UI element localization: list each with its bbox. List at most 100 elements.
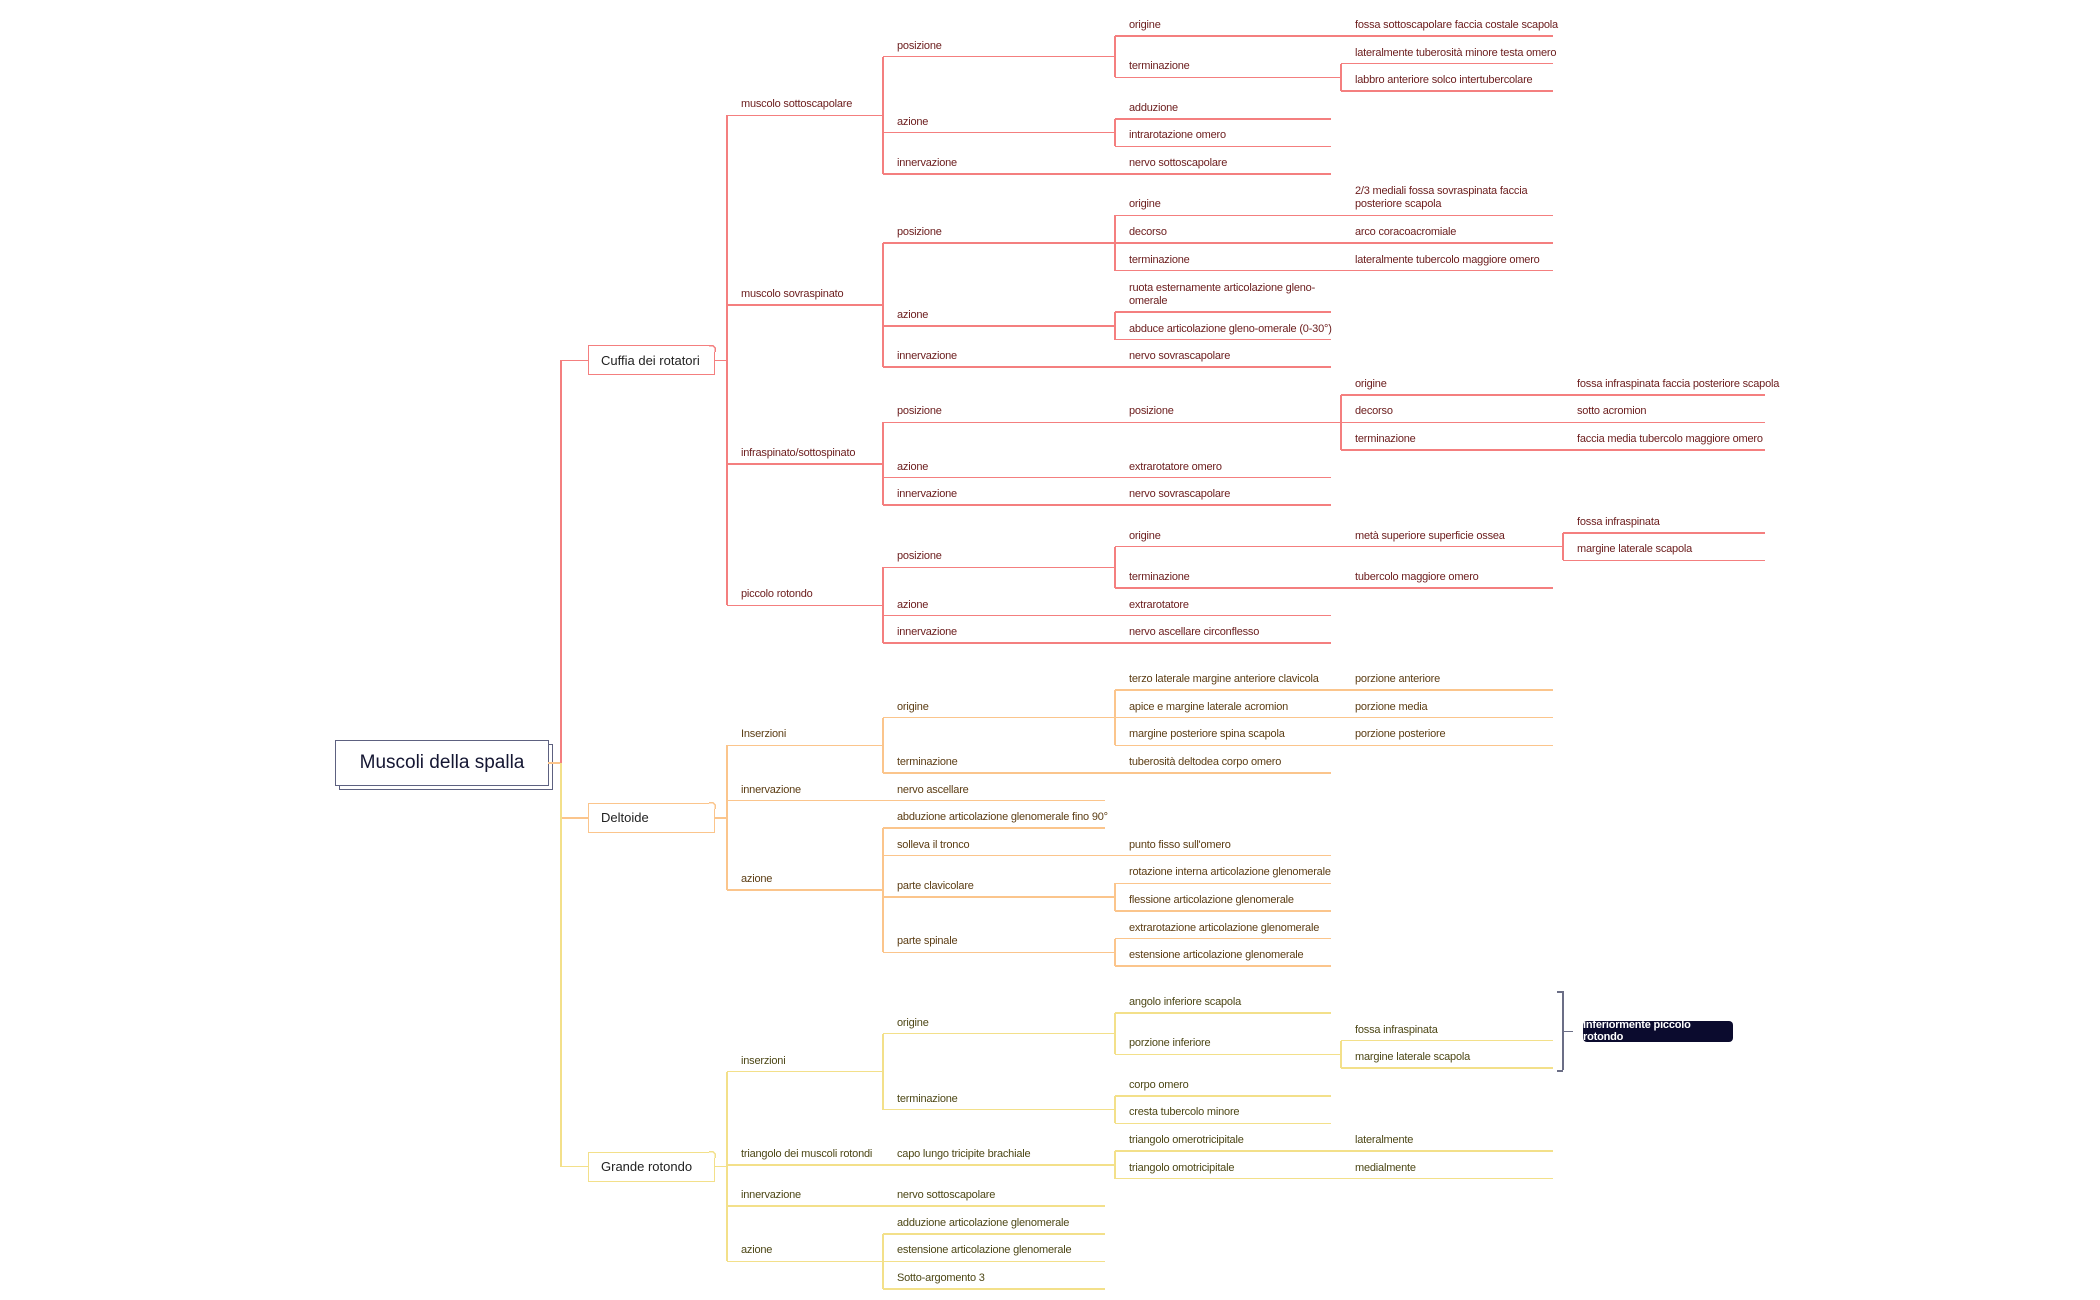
leaf-topic-label[interactable]: Sotto-argomento 3 xyxy=(897,1272,985,1285)
main-topic-deltoide[interactable]: Deltoide xyxy=(588,802,716,833)
leaf-topic-label[interactable]: extrarotatore omero xyxy=(1129,460,1222,473)
topic-label[interactable]: terzo laterale margine anteriore clavico… xyxy=(1129,673,1319,686)
main-topic-cuffia-dei-rotatori[interactable]: Cuffia dei rotatori xyxy=(588,344,716,376)
topic-label[interactable]: innervazione xyxy=(741,783,801,796)
leaf-topic-label[interactable]: estensione articolazione glenomerale xyxy=(1129,949,1304,962)
topic-label[interactable]: parte spinale xyxy=(897,935,958,948)
leaf-topic-label[interactable]: flessione articolazione glenomerale xyxy=(1129,893,1294,906)
topic-label[interactable]: origine xyxy=(1129,198,1161,211)
leaf-topic-label[interactable]: angolo inferiore scapola xyxy=(1129,996,1241,1009)
leaf-topic-label[interactable]: lateralmente tubercolo maggiore omero xyxy=(1355,253,1540,266)
leaf-topic-label[interactable]: abduzione articolazione glenomerale fino… xyxy=(897,811,1108,824)
topic-label[interactable]: margine posteriore spina scapola xyxy=(1129,728,1285,741)
topic-label[interactable]: posizione xyxy=(897,550,942,563)
leaf-topic-label[interactable]: abduce articolazione gleno-omerale (0-30… xyxy=(1129,322,1332,335)
leaf-topic-label[interactable]: corpo omero xyxy=(1129,1078,1189,1091)
leaf-topic-label[interactable]: sotto acromion xyxy=(1577,405,1647,418)
topic-label[interactable]: innervazione xyxy=(897,626,957,639)
main-topic-grande-rotondo[interactable]: Grande rotondo xyxy=(588,1151,716,1182)
leaf-topic-label[interactable]: nervo sottoscapolare xyxy=(897,1189,996,1202)
leaf-topic-label[interactable]: fossa infraspinata faccia posteriore sca… xyxy=(1577,377,1780,390)
topic-label[interactable]: decorso xyxy=(1355,405,1393,418)
leaf-topic-label[interactable]: nervo sovrascapolare xyxy=(1129,488,1231,501)
topic-label[interactable]: origine xyxy=(897,1016,929,1029)
topic-label[interactable]: posizione xyxy=(897,39,942,52)
leaf-topic-label[interactable]: tubercolo maggiore omero xyxy=(1355,571,1479,583)
leaf-topic-label[interactable]: margine laterale scapola xyxy=(1577,543,1693,556)
topic-label[interactable]: piccolo rotondo xyxy=(741,588,813,601)
topic-label[interactable]: origine xyxy=(1129,19,1161,31)
topic-label[interactable]: triangolo omerotricipitale xyxy=(1129,1134,1244,1147)
leaf-topic-label[interactable]: fossa infraspinata xyxy=(1355,1023,1438,1036)
leaf-topic-label[interactable]: porzione media xyxy=(1355,700,1428,713)
leaf-topic-label[interactable]: 2/3 mediali fossa sovraspinata faccia po… xyxy=(1355,185,1528,211)
topic-label[interactable]: metà superiore superficie ossea xyxy=(1355,529,1505,542)
leaf-topic-label[interactable]: fossa infraspinata xyxy=(1577,515,1660,528)
leaf-topic-label[interactable]: cresta tubercolo minore xyxy=(1129,1106,1240,1119)
leaf-topic-label[interactable]: faccia media tubercolo maggiore omero xyxy=(1577,433,1763,445)
topic-label[interactable]: apice e margine laterale acromion xyxy=(1129,700,1289,713)
central-topic[interactable]: Muscoli della spalla xyxy=(335,740,549,786)
topic-label[interactable]: terminazione xyxy=(1129,60,1190,73)
leaf-topic-label[interactable]: nervo sovrascapolare xyxy=(1129,350,1231,363)
topic-label[interactable]: triangolo omotricipitale xyxy=(1129,1161,1235,1174)
topic-label[interactable]: terminazione xyxy=(897,1092,958,1105)
leaf-topic-label[interactable]: porzione anteriore xyxy=(1355,673,1441,686)
topic-label[interactable]: posizione xyxy=(1129,405,1174,418)
leaf-topic-label[interactable]: adduzione xyxy=(1129,101,1178,114)
topic-label[interactable]: decorso xyxy=(1129,226,1167,238)
branch-line xyxy=(727,799,883,802)
leaf-topic-label[interactable]: adduzione articolazione glenomerale xyxy=(897,1216,1070,1229)
leaf-topic-label[interactable]: fossa sottoscapolare faccia costale scap… xyxy=(1355,19,1558,31)
topic-label[interactable]: terminazione xyxy=(1355,433,1416,445)
leaf-topic-label[interactable]: lateralmente xyxy=(1355,1134,1414,1147)
topic-label[interactable]: terminazione xyxy=(1129,571,1190,583)
leaf-topic-label[interactable]: punto fisso sull'omero xyxy=(1129,838,1231,851)
topic-label[interactable]: infraspinato/sottospinato xyxy=(741,446,856,459)
topic-label[interactable]: origine xyxy=(1355,377,1387,390)
topic-label[interactable]: azione xyxy=(897,598,929,611)
leaf-topic-label[interactable]: medialmente xyxy=(1355,1161,1416,1174)
leaf-topic-label[interactable]: margine laterale scapola xyxy=(1355,1051,1471,1064)
leaf-topic-label[interactable]: tuberosità deltodea corpo omero xyxy=(1129,755,1282,768)
topic-label[interactable]: azione xyxy=(897,308,929,321)
topic-label[interactable]: posizione xyxy=(897,226,942,238)
topic-label[interactable]: azione xyxy=(741,1244,773,1257)
topic-label[interactable]: innervazione xyxy=(897,350,957,363)
leaf-topic-label[interactable]: rotazione interna articolazione glenomer… xyxy=(1129,866,1331,879)
leaf-topic-label[interactable]: porzione posteriore xyxy=(1355,728,1446,741)
topic-label[interactable]: innervazione xyxy=(897,488,957,501)
leaf-topic-label[interactable]: lateralmente tuberosità minore testa ome… xyxy=(1355,46,1557,59)
leaf-topic-label[interactable]: nervo ascellare xyxy=(897,783,969,796)
topic-label[interactable]: innervazione xyxy=(897,157,957,169)
topic-label[interactable]: posizione xyxy=(897,405,942,418)
leaf-topic-label[interactable]: intrarotazione omero xyxy=(1129,129,1226,142)
leaf-topic-label[interactable]: nervo ascellare circonflesso xyxy=(1129,626,1260,639)
leaf-topic-label[interactable]: nervo sottoscapolare xyxy=(1129,157,1228,169)
topic-label[interactable]: azione xyxy=(897,115,929,128)
topic-label[interactable]: azione xyxy=(897,460,929,473)
topic-label[interactable]: porzione inferiore xyxy=(1129,1037,1211,1050)
leaf-topic-label[interactable]: ruota esternamente articolazione gleno-o… xyxy=(1129,282,1316,307)
summary-topic[interactable]: inferiormente piccolo rotondo xyxy=(1583,1019,1733,1043)
topic-label[interactable]: innervazione xyxy=(741,1189,801,1202)
main-topic-label: Deltoide xyxy=(601,810,649,826)
topic-label[interactable]: azione xyxy=(741,873,773,886)
leaf-topic-label[interactable]: extrarotatore xyxy=(1129,598,1189,611)
topic-label[interactable]: inserzioni xyxy=(741,1054,786,1067)
leaf-topic-label[interactable]: estensione articolazione glenomerale xyxy=(897,1244,1072,1257)
topic-label[interactable]: Inserzioni xyxy=(741,728,787,741)
topic-label[interactable]: terminazione xyxy=(897,755,958,768)
leaf-topic-label[interactable]: arco coracoacromiale xyxy=(1355,226,1457,238)
topic-label[interactable]: origine xyxy=(1129,529,1161,542)
topic-label[interactable]: triangolo dei muscoli rotondi xyxy=(741,1147,873,1160)
topic-label[interactable]: origine xyxy=(897,700,929,713)
leaf-topic-label[interactable]: labbro anteriore solco intertubercolare xyxy=(1355,74,1533,87)
leaf-topic-label[interactable]: extrarotazione articolazione glenomerale xyxy=(1129,921,1320,934)
topic-label[interactable]: terminazione xyxy=(1129,253,1190,266)
topic-label[interactable]: parte clavicolare xyxy=(897,880,974,893)
topic-label[interactable]: muscolo sottoscapolare xyxy=(741,98,853,111)
topic-label[interactable]: capo lungo tricipite brachiale xyxy=(897,1147,1031,1160)
topic-label[interactable]: solleva il tronco xyxy=(897,838,970,851)
topic-label[interactable]: muscolo sovraspinato xyxy=(741,288,844,301)
